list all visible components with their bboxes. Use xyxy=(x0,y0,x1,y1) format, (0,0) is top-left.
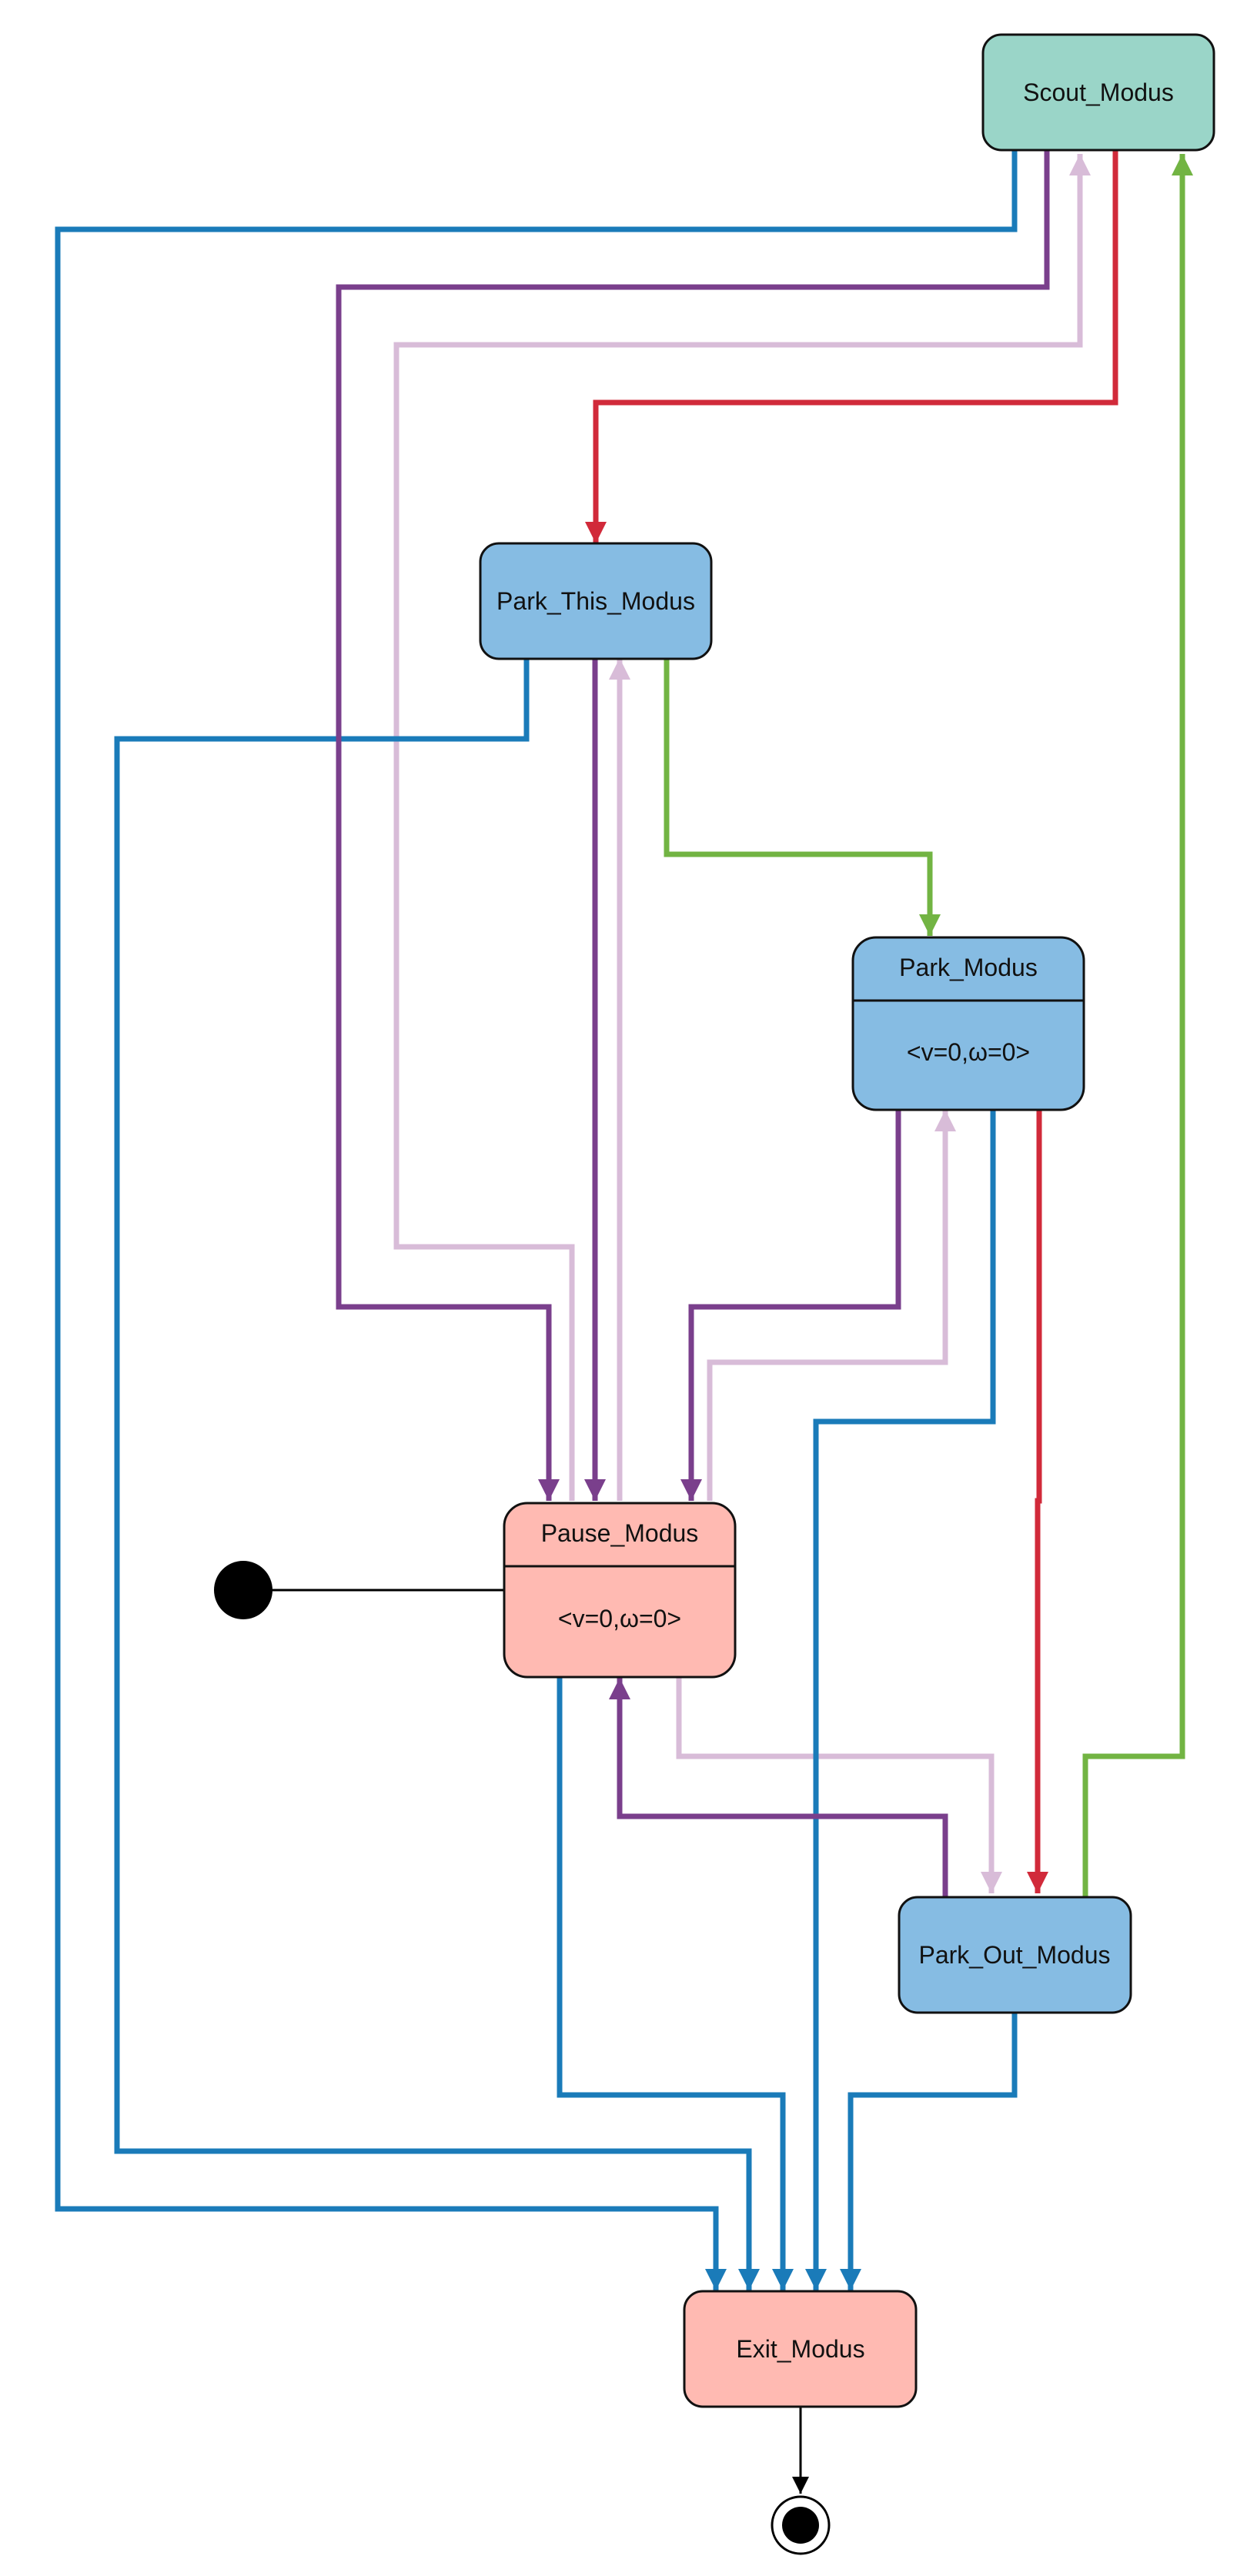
transition-pause-to-park xyxy=(707,1110,956,1501)
state-park-modus[interactable]: Park_Modus <v=0,ω=0> xyxy=(851,936,1085,1111)
transition-pause-to-exit xyxy=(557,1678,794,2290)
state-name: Park_Out_Modus xyxy=(918,1941,1110,1969)
state-box xyxy=(479,542,713,660)
state-action: <v=0,ω=0> xyxy=(558,1605,681,1632)
transition-scout-to-pause xyxy=(336,150,1050,1501)
transition-park-out-to-pause xyxy=(609,1678,948,1897)
state-name: Park_Modus xyxy=(899,954,1038,981)
transition-park-to-pause xyxy=(680,1110,901,1501)
transition-scout-to-exit xyxy=(55,150,1018,2290)
state-exit-modus[interactable]: Exit_Modus xyxy=(683,2290,918,2408)
transition-park-to-park-out xyxy=(1027,1110,1048,1893)
state-box xyxy=(503,1502,737,1679)
state-box xyxy=(683,2290,918,2408)
transition-park-out-to-scout xyxy=(1082,154,1193,1897)
transition-scout-to-park-this xyxy=(585,150,1118,543)
state-box xyxy=(898,1896,1132,2014)
state-name: Scout_Modus xyxy=(1023,79,1174,106)
state-box xyxy=(981,33,1215,152)
transitions xyxy=(55,150,1193,2494)
state-name: Exit_Modus xyxy=(736,2335,864,2363)
state-park-this-modus[interactable]: Park_This_Modus xyxy=(479,542,713,660)
transition-park-to-exit xyxy=(805,1110,996,2290)
state-action: <v=0,ω=0> xyxy=(907,1038,1030,1066)
transition-park-this-to-exit xyxy=(114,658,760,2290)
transition-park-out-to-exit xyxy=(840,2013,1018,2290)
state-pause-modus[interactable]: Pause_Modus <v=0,ω=0> xyxy=(503,1502,737,1679)
initial-node xyxy=(214,1561,272,1619)
state-box xyxy=(851,936,1085,1111)
state-name: Pause_Modus xyxy=(541,1519,699,1547)
transition-pause-to-park-out xyxy=(676,1678,1002,1893)
transition-pause-to-scout xyxy=(393,154,1091,1501)
state-name: Park_This_Modus xyxy=(496,587,695,615)
transition-park-this-to-park xyxy=(664,658,941,936)
final-node xyxy=(771,2495,831,2555)
state-park-out-modus[interactable]: Park_Out_Modus xyxy=(898,1896,1132,2014)
state-scout-modus[interactable]: Scout_Modus xyxy=(981,33,1215,152)
